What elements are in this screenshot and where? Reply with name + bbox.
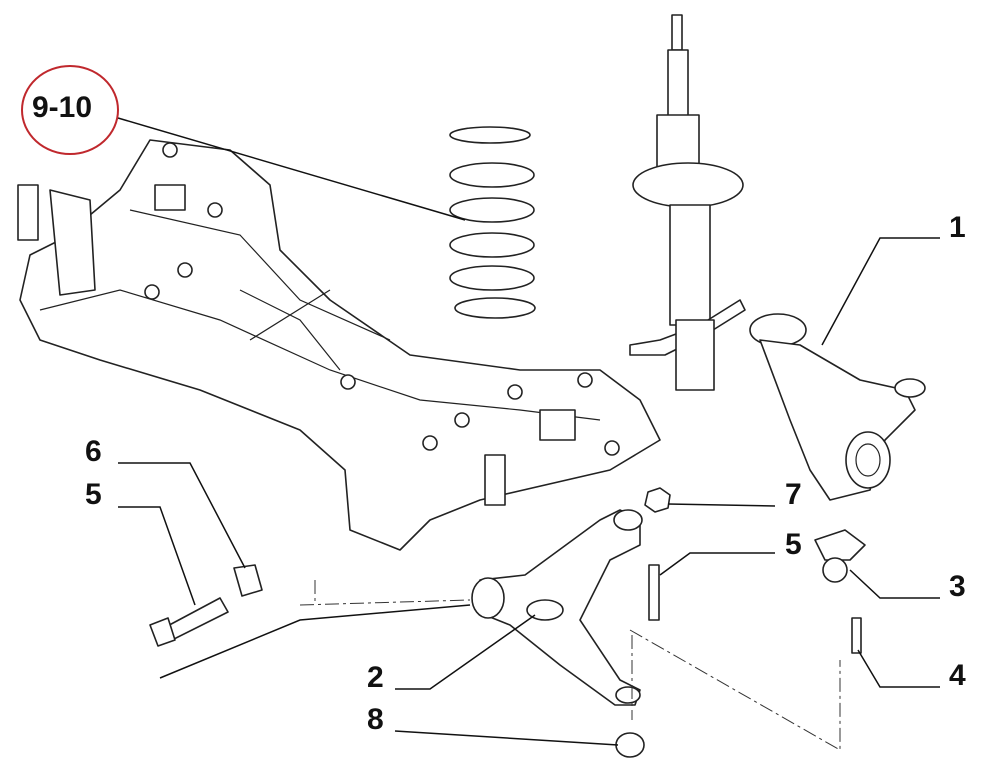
label-4: 4 [949, 659, 966, 692]
label-2: 2 [367, 661, 384, 694]
steering-knuckle [749, 313, 926, 501]
shock-absorber [629, 14, 746, 391]
coil-spring [449, 126, 536, 319]
control-arm [471, 509, 643, 706]
label-5-left: 5 [85, 478, 102, 511]
label-8: 8 [367, 703, 384, 736]
label-1: 1 [949, 211, 966, 244]
label-5-right: 5 [785, 528, 802, 561]
label-3: 3 [949, 570, 966, 603]
leader-lines [117, 117, 940, 746]
label-7: 7 [785, 478, 802, 511]
label-6: 6 [85, 435, 102, 468]
subframe [17, 139, 661, 551]
small-parts [149, 487, 866, 758]
callout-9-10: 9-10 [32, 91, 93, 124]
callout-circle [21, 65, 119, 155]
